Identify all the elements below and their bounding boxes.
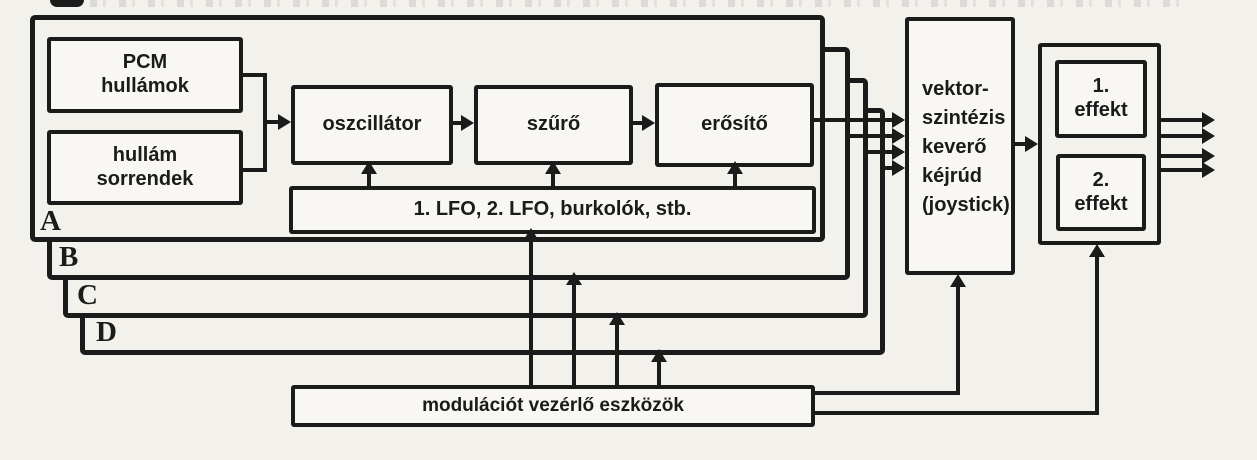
wire-output-2	[1157, 134, 1202, 138]
arrowhead-mod-voice-b	[566, 272, 582, 285]
wire-voice-c-to-mixer	[863, 150, 892, 154]
arrowhead-mod-effects	[1089, 244, 1105, 257]
effect-1-line2: effekt	[1074, 99, 1128, 121]
amplifier-label: erősítő	[701, 113, 768, 136]
wire-sources-to-oscillator	[263, 120, 279, 124]
wave-sequences-box: hullám sorrendek	[47, 130, 243, 205]
arrowhead-output-2	[1202, 128, 1215, 144]
wire-mod-to-lfo	[529, 241, 533, 387]
effect-2-box: 2. effekt	[1056, 154, 1146, 231]
mixer-line-3: keverő	[922, 136, 987, 158]
filter-label: szűrő	[526, 113, 581, 136]
arrowhead-voice-c	[892, 144, 905, 160]
wire-voice-d-to-mixer	[880, 166, 892, 170]
lfo-envelopes-box: 1. LFO, 2. LFO, burkolók, stb.	[289, 186, 816, 234]
effect-2-line1: 2.	[1092, 168, 1110, 191]
arrowhead-into-amplifier	[642, 115, 655, 131]
wire-filter-to-amplifier	[630, 121, 643, 125]
arrowhead-mod-mixer	[950, 274, 966, 287]
arrowhead-voice-b	[892, 128, 905, 144]
wire-pcm-stub	[239, 73, 267, 77]
arrowhead-mod-voice-c	[609, 312, 625, 325]
scan-artifact	[50, 0, 84, 7]
oscillator-box: oszcillátor	[291, 85, 453, 165]
filter-box: szűrő	[474, 85, 633, 165]
modulation-controllers-label: modulációt vezérlő eszközök	[422, 394, 684, 416]
scan-noise-strip	[90, 0, 1190, 7]
voice-label-b: B	[59, 241, 79, 273]
arrowhead-lfo-oscillator	[361, 161, 377, 174]
effect-1-line1: 1.	[1092, 75, 1110, 98]
arrowhead-lfo-filter	[545, 161, 561, 174]
wire-oscillator-to-filter	[450, 121, 462, 125]
mixer-line-2: szintézis	[922, 107, 1006, 129]
arrowhead-mod-lfo	[523, 228, 539, 241]
wire-mod-to-voice-c	[615, 325, 619, 387]
arrowhead-into-effects	[1025, 136, 1038, 152]
vector-mixer-box: vektor- szintézis keverő kéjrúd (joystic…	[905, 17, 1015, 275]
pcm-waves-box: PCM hullámok	[47, 37, 243, 113]
voice-label-c: C	[77, 279, 98, 311]
effect-2-line2: effekt	[1074, 192, 1128, 215]
arrowhead-output-4	[1202, 162, 1215, 178]
effect-1-box: 1. effekt	[1055, 60, 1147, 138]
wire-lfo-to-filter	[551, 172, 555, 188]
wire-voice-b-to-mixer	[845, 134, 892, 138]
wire-output-4	[1157, 168, 1202, 172]
arrowhead-mod-voice-d	[651, 349, 667, 362]
wire-mod-to-effects-vertical	[1095, 256, 1099, 415]
wave-sequences-line2: sorrendek	[96, 167, 194, 190]
arrowhead-output-3	[1202, 148, 1215, 164]
wire-lfo-to-amplifier	[733, 172, 737, 188]
wave-sequences-line1: hullám	[112, 143, 178, 166]
wire-voice-a-to-mixer	[810, 118, 892, 122]
pcm-waves-line1: PCM	[122, 51, 168, 74]
voice-label-d: D	[96, 316, 117, 348]
mixer-line-1: vektor-	[922, 78, 989, 100]
arrowhead-into-oscillator	[278, 114, 291, 130]
mixer-line-4: kéjrúd	[922, 165, 983, 187]
voice-label-a: A	[40, 205, 61, 237]
wire-mixer-to-effects	[1011, 142, 1025, 146]
oscillator-label: oszcillátor	[322, 113, 422, 136]
wire-mod-to-mixer-vertical	[956, 286, 960, 395]
wire-lfo-to-oscillator	[367, 172, 371, 188]
wire-output-3	[1157, 154, 1202, 158]
wire-mod-to-voice-b	[572, 285, 576, 387]
mixer-line-5: (joystick)	[922, 194, 1010, 216]
amplifier-box: erősítő	[655, 83, 814, 167]
wire-mod-to-effects-horizontal	[811, 411, 1099, 415]
arrowhead-voice-a	[892, 112, 905, 128]
wire-sequences-stub	[239, 168, 267, 172]
wire-output-1	[1157, 118, 1202, 122]
modulation-controllers-box: modulációt vezérlő eszközök	[291, 385, 815, 427]
wire-mod-to-mixer-horizontal	[811, 391, 960, 395]
lfo-envelopes-label: 1. LFO, 2. LFO, burkolók, stb.	[413, 198, 692, 221]
arrowhead-into-filter	[461, 115, 474, 131]
arrowhead-voice-d	[892, 160, 905, 176]
arrowhead-lfo-amplifier	[727, 161, 743, 174]
pcm-waves-line2: hullámok	[101, 75, 189, 97]
wire-mod-to-voice-d	[657, 362, 661, 387]
arrowhead-output-1	[1202, 112, 1215, 128]
